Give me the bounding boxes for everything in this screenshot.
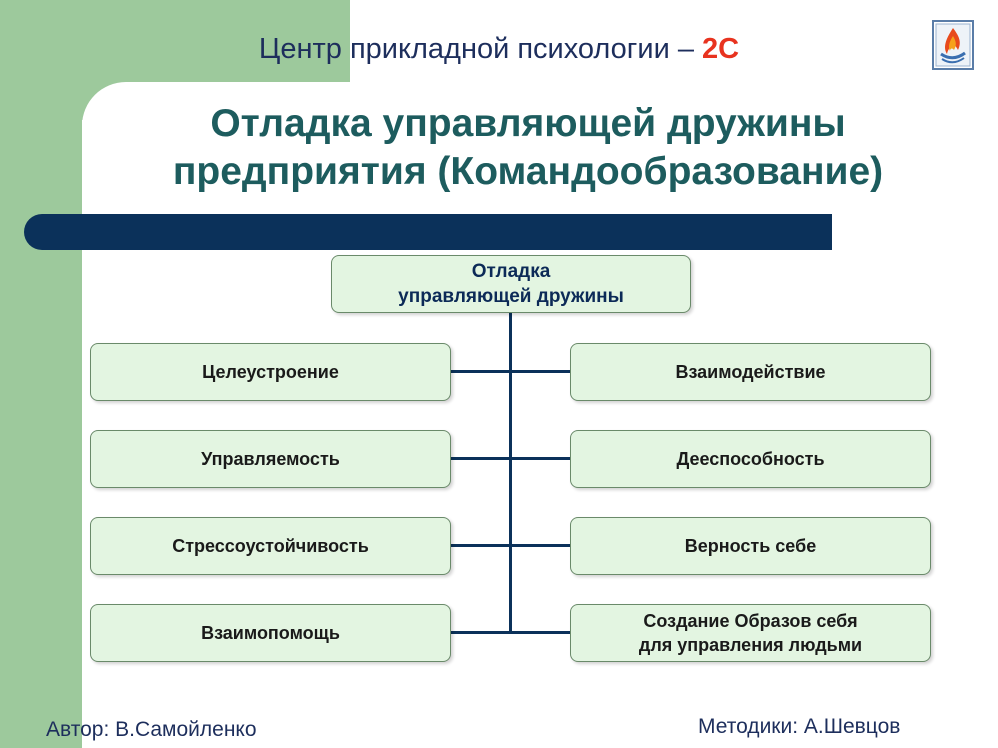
title-divider-bar — [24, 214, 832, 250]
node-right-2-label: Дееспособность — [676, 449, 825, 469]
root-node: Отладка управляющей дружины — [331, 255, 691, 313]
node-right-4: Создание Образов себя для управления люд… — [570, 604, 931, 662]
node-right-4-line-1: Создание Образов себя — [643, 611, 858, 631]
main-title: Отладка управляющей дружины предприятия … — [0, 100, 998, 196]
node-left-4: Взаимопомощь — [90, 604, 451, 662]
node-right-1-label: Взаимодействие — [675, 362, 826, 382]
org-title: Центр прикладной психологии – 2С — [0, 33, 998, 66]
main-title-line-2: предприятия (Командообразование) — [172, 150, 884, 193]
connector-row-3 — [450, 544, 571, 547]
connector-row-4 — [450, 631, 571, 634]
main-title-line-1: Отладка управляющей дружины — [210, 102, 846, 145]
connector-row-1 — [450, 370, 571, 373]
methods-credit: Методики: А.Шевцов — [698, 715, 901, 738]
node-left-3: Стрессоустойчивость — [90, 517, 451, 575]
node-right-4-line-2: для управления людьми — [638, 635, 863, 655]
left-green-band — [0, 0, 82, 748]
node-left-1: Целеустроение — [90, 343, 451, 401]
node-left-1-label: Целеустроение — [202, 362, 339, 382]
root-node-line-1: Отладка — [471, 261, 551, 282]
node-left-2: Управляемость — [90, 430, 451, 488]
node-right-1: Взаимодействие — [570, 343, 931, 401]
node-right-3: Верность себе — [570, 517, 931, 575]
node-right-2: Дееспособность — [570, 430, 931, 488]
org-title-accent: 2С — [702, 33, 740, 65]
connector-trunk — [509, 312, 512, 634]
author-credit: Автор: В.Самойленко — [46, 718, 257, 741]
node-right-3-label: Верность себе — [684, 536, 817, 556]
node-left-3-label: Стрессоустойчивость — [172, 536, 369, 556]
node-left-4-label: Взаимопомощь — [201, 623, 340, 643]
root-node-line-2: управляющей дружины — [398, 286, 624, 307]
org-title-text: Центр прикладной психологии – — [258, 33, 694, 65]
flame-logo-icon — [932, 20, 974, 70]
connector-row-2 — [450, 457, 571, 460]
node-left-2-label: Управляемость — [201, 449, 340, 469]
